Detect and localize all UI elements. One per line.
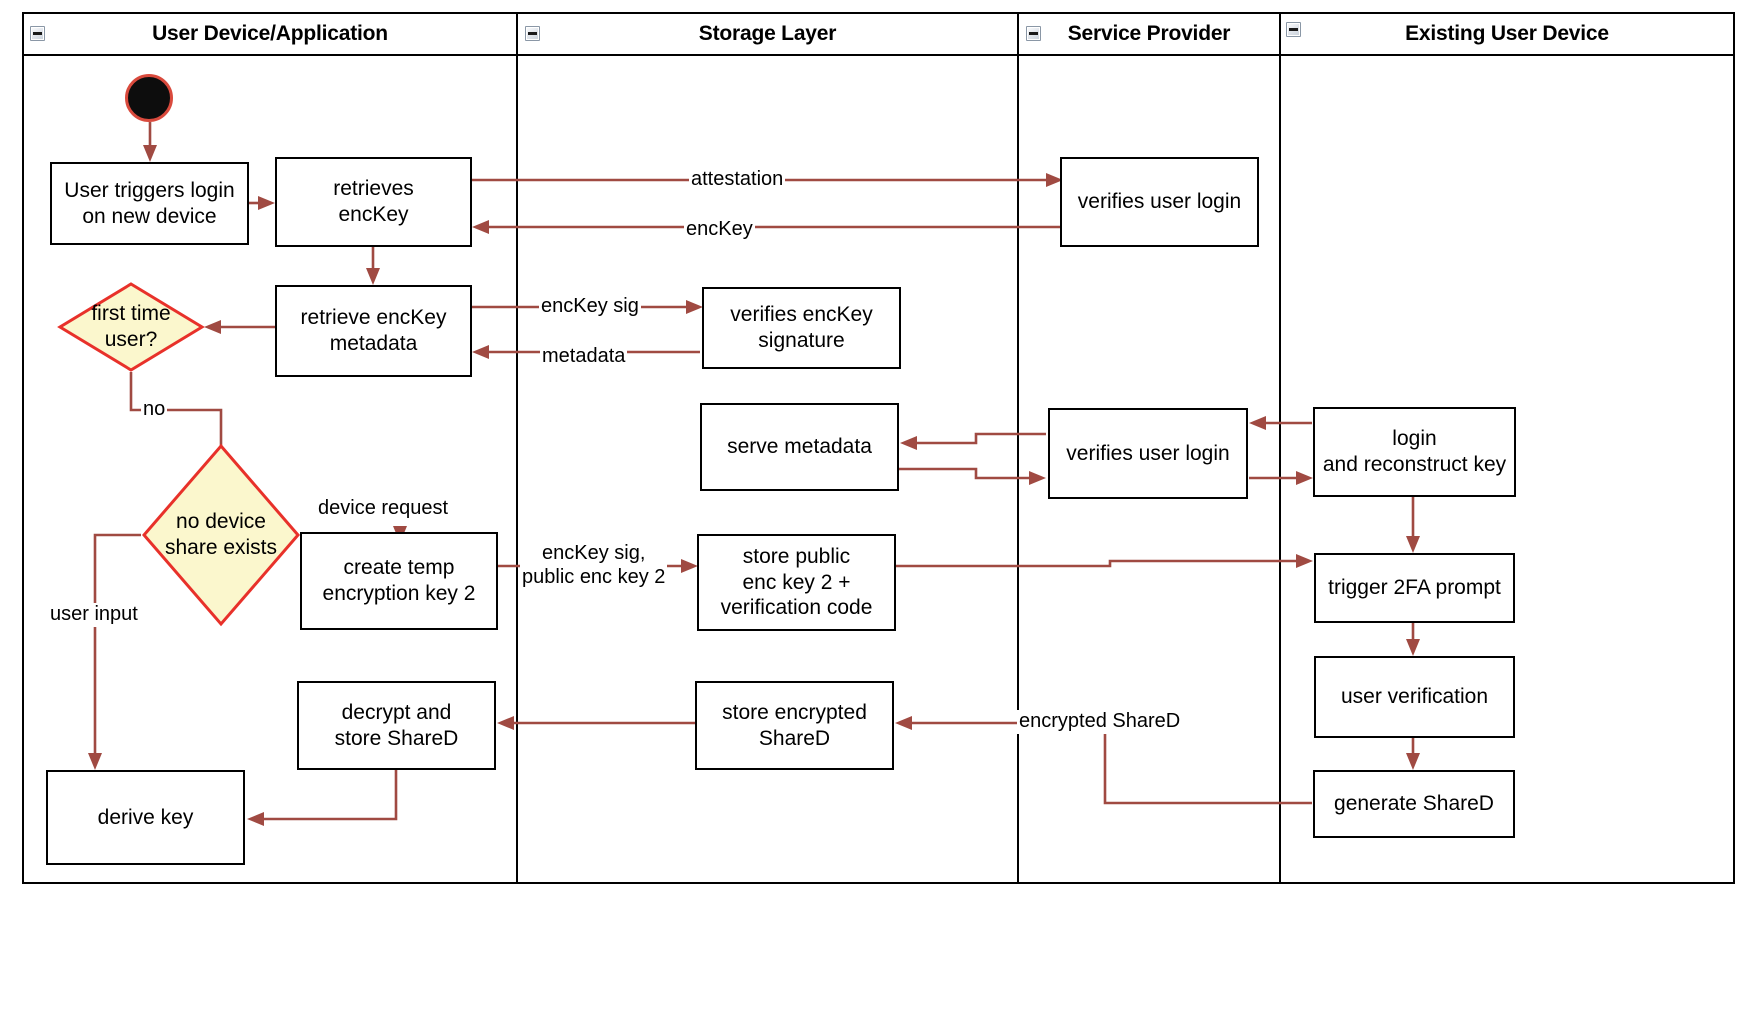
node-user-triggers-login[interactable]: User triggers login on new device (50, 162, 249, 245)
node-trigger-2fa-prompt[interactable]: trigger 2FA prompt (1314, 553, 1515, 623)
minus-icon-existing-user-device[interactable] (1286, 22, 1301, 37)
node-verifies-user-login-1[interactable]: verifies user login (1060, 157, 1259, 247)
edge-label-encrypted-shared: encrypted ShareD (1017, 710, 1183, 734)
edge-label-enckey-sig-public: encKey sig, public enc key 2 (520, 541, 668, 589)
node-derive-key[interactable]: derive key (46, 770, 245, 865)
lane-header-user-device[interactable]: User Device/Application (22, 12, 518, 56)
lane-title-existing-user-device: Existing User Device (1405, 22, 1609, 45)
edge-label-device-request: device request (316, 497, 451, 521)
node-retrieve-enckey-metadata[interactable]: retrieve encKey metadata (275, 285, 472, 377)
lane-title-user-device: User Device/Application (152, 22, 388, 45)
lane-header-existing-user-device[interactable]: Existing User Device (1279, 12, 1735, 56)
node-retrieves-enckey[interactable]: retrieves encKey (275, 157, 472, 247)
diamond-shape (57, 282, 205, 372)
node-store-public-enc-key-2[interactable]: store public enc key 2 + verification co… (697, 534, 896, 631)
minus-icon-service-provider[interactable] (1026, 26, 1041, 41)
edge-label-enckey: encKey (684, 218, 755, 242)
node-user-verification[interactable]: user verification (1314, 656, 1515, 738)
lane-body-existing-user-device (1279, 54, 1735, 884)
edge-label-enckey-sig: encKey sig (539, 295, 641, 319)
node-serve-metadata[interactable]: serve metadata (700, 403, 899, 491)
node-store-encrypted-shared[interactable]: store encrypted ShareD (695, 681, 894, 770)
node-first-time-user[interactable]: first time user? (57, 282, 205, 372)
node-login-and-reconstruct-key[interactable]: login and reconstruct key (1313, 407, 1516, 497)
node-generate-shared[interactable]: generate ShareD (1313, 770, 1515, 838)
minus-icon-user-device[interactable] (30, 26, 45, 41)
diamond-shape (142, 443, 300, 627)
edge-label-attestation: attestation (689, 168, 786, 192)
minus-icon-storage-layer[interactable] (525, 26, 540, 41)
edge-label-metadata: metadata (540, 345, 628, 369)
node-verifies-user-login-2[interactable]: verifies user login (1048, 408, 1248, 499)
node-verifies-enckey-signature[interactable]: verifies encKey signature (702, 287, 901, 369)
initial-node (125, 74, 173, 122)
lane-header-service-provider[interactable]: Service Provider (1017, 12, 1281, 56)
node-no-device-share-exists[interactable]: no device share exists (141, 443, 301, 627)
edge-label-no: no (141, 398, 168, 422)
node-create-temp-encryption-key-2[interactable]: create temp encryption key 2 (300, 532, 498, 630)
lane-header-storage-layer[interactable]: Storage Layer (516, 12, 1019, 56)
lane-title-storage-layer: Storage Layer (698, 22, 837, 45)
edge-label-user-input: user input (48, 603, 140, 627)
node-decrypt-and-store-shared[interactable]: decrypt and store ShareD (297, 681, 496, 770)
lane-title-service-provider: Service Provider (1067, 22, 1231, 45)
